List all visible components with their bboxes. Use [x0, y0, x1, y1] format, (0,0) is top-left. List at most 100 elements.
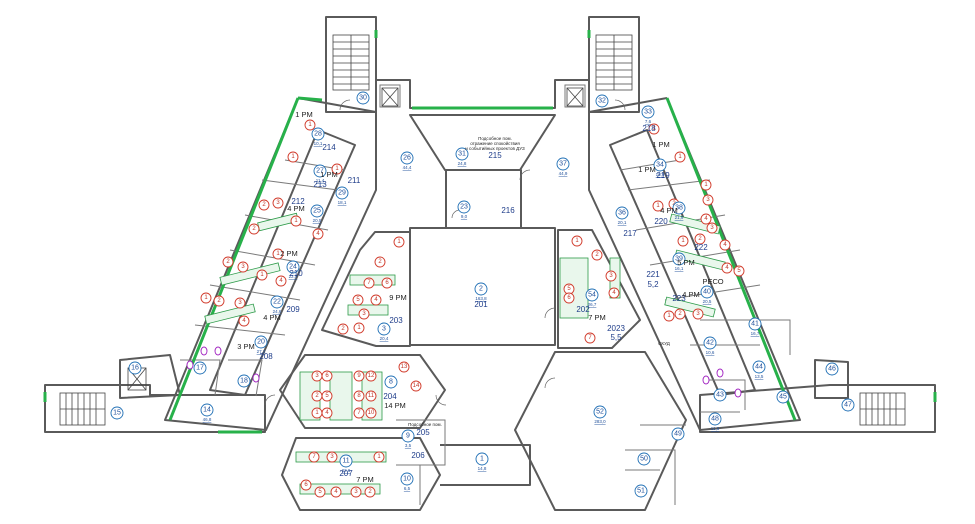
workplace-chair: 3	[311, 370, 323, 382]
room-marker[interactable]: 45	[776, 390, 790, 404]
room-marker[interactable]: 114,8	[475, 452, 489, 471]
room-marker[interactable]: 32	[595, 94, 609, 108]
workplace-count-label: 1 РМ	[652, 140, 669, 149]
room-number: 15	[113, 410, 121, 417]
chair-number: 7	[588, 335, 592, 341]
room-marker[interactable]: 46	[825, 362, 839, 376]
room-marker[interactable]: 93,5	[401, 429, 415, 448]
room-label: 222	[694, 243, 708, 252]
room-label: 206	[411, 451, 425, 460]
workplace-chair: 5	[321, 390, 333, 402]
chair-number: 1	[678, 154, 682, 160]
stair-top-right	[595, 34, 633, 91]
workplace-chair: 1	[256, 269, 268, 281]
chair-number: 4	[316, 231, 320, 237]
workplace-chair: 1	[652, 200, 664, 212]
room-number: 39	[675, 256, 683, 263]
room-marker[interactable]: 337,6	[641, 105, 655, 124]
room-number: 48	[711, 416, 719, 423]
room-number: 1	[480, 456, 484, 463]
room-area: 22,6	[342, 468, 351, 473]
room-marker[interactable]: 51	[634, 484, 648, 498]
chair-number: 4	[723, 242, 727, 248]
room-marker[interactable]: 18	[237, 374, 251, 388]
chair-number: 5	[356, 297, 360, 303]
room-area: 11,4	[316, 178, 325, 183]
workplace-count-label: 14 РМ	[384, 401, 406, 410]
chair-number: 3	[710, 225, 714, 231]
chair-number: 6	[567, 295, 571, 301]
workplace-chair: 1	[571, 235, 583, 247]
room-marker[interactable]: 43	[713, 388, 727, 402]
workplace-chair: 3	[706, 222, 718, 234]
workplace-chair: 2	[311, 390, 323, 402]
room-area: 24,6	[273, 309, 282, 314]
room-number: 16	[131, 365, 139, 372]
doors	[264, 99, 626, 406]
workplace-count-label: 9 РМ	[389, 293, 406, 302]
workplace-chair: 3	[358, 308, 370, 320]
room-marker[interactable]: 17	[193, 361, 207, 375]
workplace-chair: 1	[353, 322, 365, 334]
room-marker[interactable]: 15	[110, 406, 124, 420]
workplace-chair: 3	[350, 486, 362, 498]
room-marker[interactable]: 320,4	[377, 322, 391, 341]
room-marker[interactable]: 30	[356, 91, 370, 105]
room-number: 10	[403, 476, 411, 483]
chair-number: 2	[341, 326, 345, 332]
room-number: 14	[203, 407, 211, 414]
room-marker[interactable]: 50	[637, 452, 651, 466]
plan-note: отражение спокойствия	[470, 140, 520, 146]
chair-number: 4	[242, 318, 246, 324]
workplace-chair: 2	[337, 323, 349, 335]
room-number: 37	[559, 161, 567, 168]
stair-left	[59, 392, 106, 426]
chair-number: 9	[357, 373, 361, 379]
room-marker[interactable]: 16	[128, 361, 142, 375]
room-number: 43	[716, 392, 724, 399]
room-area: 16,9	[656, 172, 665, 177]
chair-number: 6	[325, 373, 329, 379]
room-area: 9,0	[461, 214, 468, 219]
room-label: 5,5	[610, 333, 622, 342]
room-marker[interactable]: 47	[841, 398, 855, 412]
room-marker[interactable]: 49	[671, 427, 685, 441]
workplace-chair: 3	[237, 261, 249, 273]
room-marker[interactable]: 106,5	[400, 472, 414, 491]
room-number: 42	[706, 340, 714, 347]
room-number: 44	[755, 364, 763, 371]
room-marker[interactable]: 8	[384, 375, 398, 389]
chair-number: 1	[276, 251, 280, 257]
workplace-count-label: 2 РМ	[280, 249, 297, 258]
chair-number: 3	[241, 264, 245, 270]
workplace-count-label: 1 РМ	[638, 165, 655, 174]
chair-number: 13	[401, 364, 408, 370]
workplace-chair: 10	[365, 407, 377, 419]
room-marker[interactable]: 239,0	[457, 200, 471, 219]
room-number: 47	[844, 402, 852, 409]
